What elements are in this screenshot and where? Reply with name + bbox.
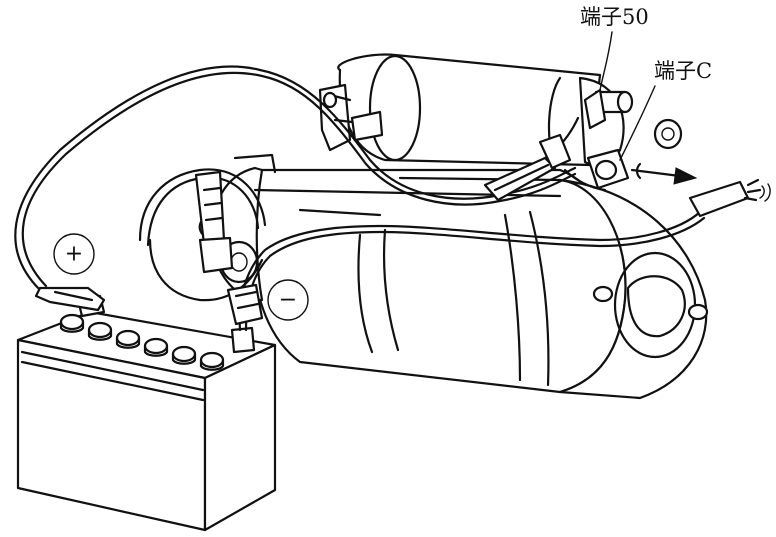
svg-text:−: − xyxy=(279,288,297,313)
starter-motor xyxy=(198,53,709,400)
test-leads xyxy=(14,65,771,332)
terminal-c-leader xyxy=(619,85,656,161)
battery xyxy=(16,294,277,532)
free-lead-clip xyxy=(688,180,750,218)
positive-symbol: + xyxy=(53,233,95,275)
negative-battery-clip xyxy=(226,283,264,326)
negative-symbol: − xyxy=(267,279,309,321)
svg-text:+: + xyxy=(65,242,83,267)
positive-battery-clip xyxy=(34,286,106,312)
battery-cell-caps xyxy=(59,313,225,371)
disconnect-arrow-icon xyxy=(630,162,698,185)
rear-clip xyxy=(194,170,226,246)
terminal-c-label: 端子C xyxy=(654,59,712,83)
terminal-50-leader xyxy=(599,31,613,91)
leader-lines xyxy=(599,31,656,161)
terminal-50-clip xyxy=(538,133,572,170)
negative-post xyxy=(230,326,256,354)
terminal-50-label: 端子50 xyxy=(580,5,649,29)
